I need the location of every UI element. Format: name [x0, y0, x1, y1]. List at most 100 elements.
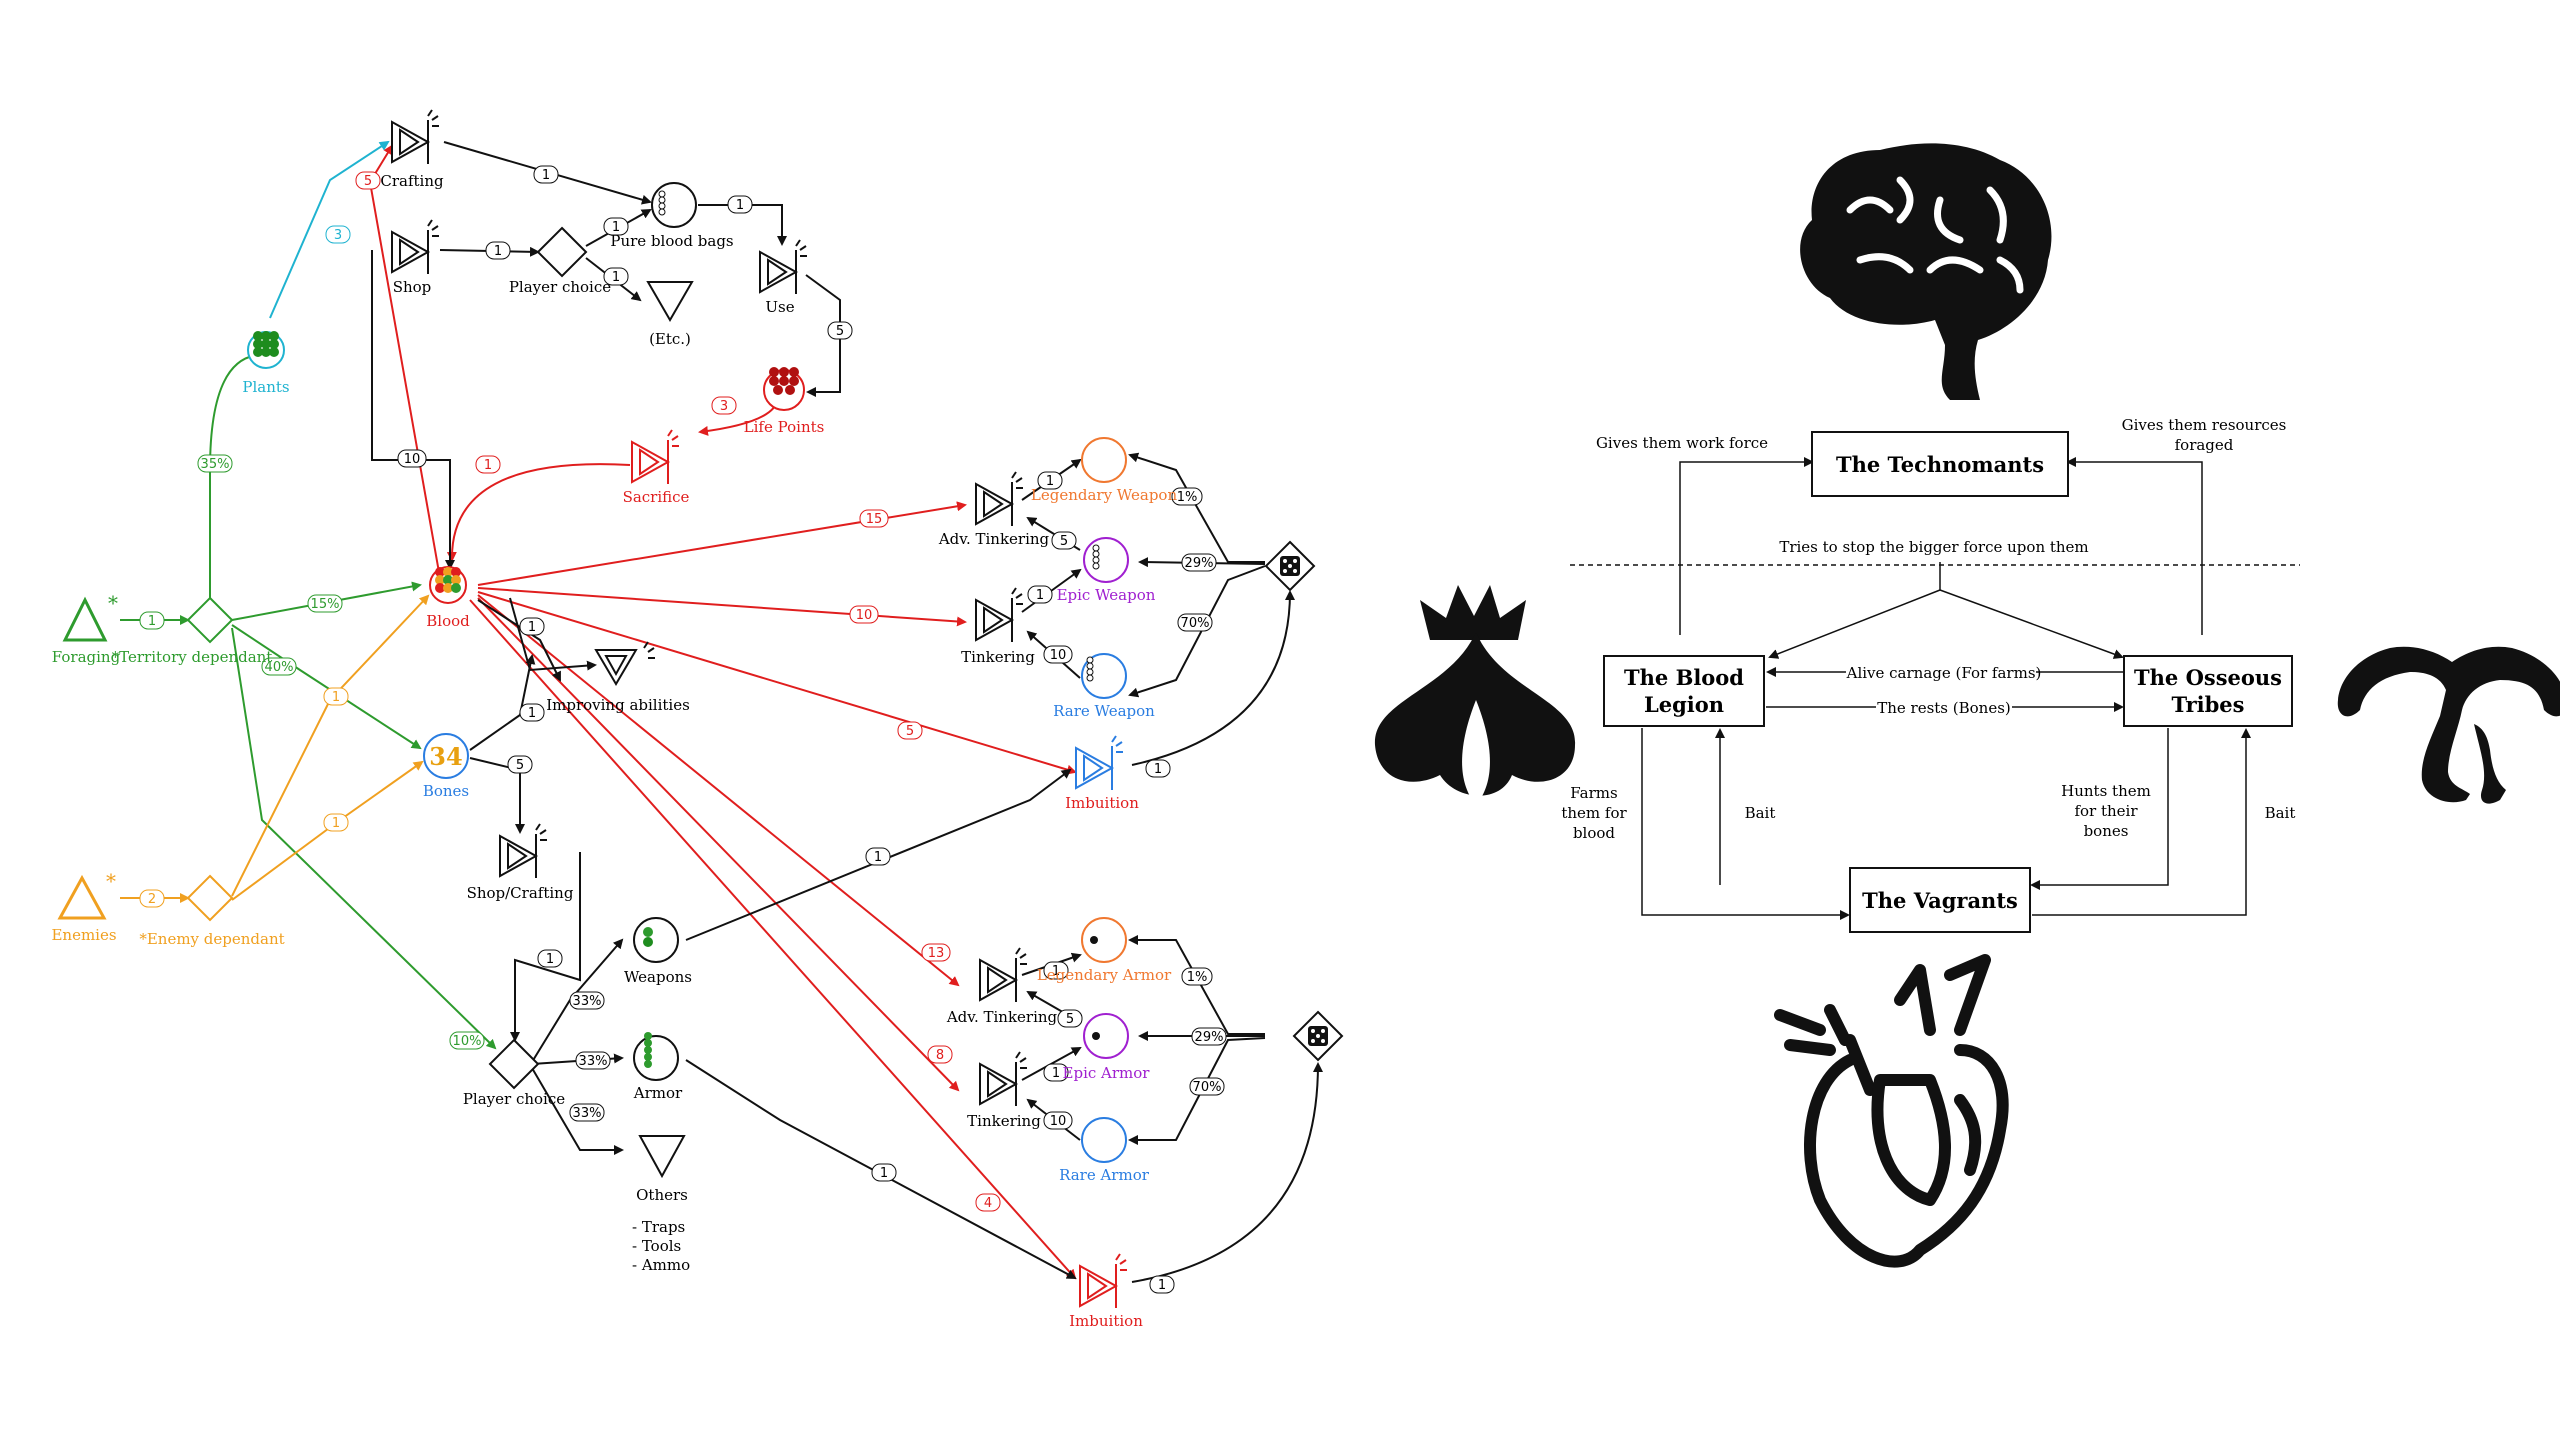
sacrifice-node[interactable]: Sacrifice — [623, 429, 690, 506]
the-rests-label: The rests (Bones) — [1877, 699, 2011, 717]
hunts-label-2: for their — [2074, 802, 2138, 820]
vagrants-box[interactable]: The Vagrants — [1849, 867, 2031, 933]
svg-text:10: 10 — [1050, 648, 1067, 663]
territory-gate[interactable]: *Territory dependant — [112, 596, 273, 666]
weapon-dice[interactable] — [1264, 540, 1316, 592]
life-points-label: Life Points — [744, 418, 825, 436]
label-k15: 1 — [865, 847, 891, 866]
label-k20: 10 — [1043, 645, 1073, 664]
asterisk-icon: * — [108, 591, 118, 615]
enemies-node[interactable]: * Enemies — [51, 869, 116, 944]
svg-text:1: 1 — [546, 952, 554, 967]
alive-carnage-label: Alive carnage (For farms) — [1846, 664, 2042, 682]
blood-legion-box[interactable]: The Blood Legion — [1603, 655, 1765, 727]
player-choice-top[interactable]: Player choice — [509, 226, 611, 296]
legendary-weapon-pool[interactable]: Legendary Weapon — [1031, 437, 1178, 504]
svg-text:1: 1 — [148, 614, 156, 629]
farms-label-1: Farms — [1570, 784, 1617, 802]
pool-icon — [1081, 437, 1127, 483]
converter-icon — [499, 823, 547, 878]
player-choice-top-label: Player choice — [509, 278, 611, 296]
svg-text:40%: 40% — [265, 660, 294, 675]
rare-armor-pool[interactable]: Rare Armor — [1059, 1117, 1150, 1184]
rare-weapon-pool[interactable]: Rare Weapon — [1053, 653, 1155, 720]
label-k13: 33% — [575, 1051, 611, 1070]
label-k30: 29% — [1191, 1027, 1227, 1046]
use-label: Use — [765, 298, 794, 316]
converter-icon — [759, 239, 807, 294]
osseous-tribes-box[interactable]: The Osseous Tribes — [2123, 655, 2293, 727]
crafting-label: Crafting — [380, 172, 444, 190]
drain-icon — [638, 1135, 686, 1179]
osseous-title-1: The Osseous — [2134, 665, 2282, 690]
gate-icon — [488, 1038, 540, 1090]
converter-icon — [979, 1051, 1027, 1106]
blood-pool[interactable]: Blood — [426, 566, 470, 630]
crafting-node[interactable]: Crafting — [380, 109, 444, 190]
enemy-gate[interactable]: *Enemy dependant — [139, 874, 285, 948]
svg-text:8: 8 — [936, 1048, 944, 1063]
svg-text:1: 1 — [542, 168, 550, 183]
pure-blood-bags-pool[interactable]: Pure blood bags — [610, 182, 734, 250]
label-choice-rate: 10% — [449, 1031, 485, 1050]
shop-crafting-node[interactable]: Shop/Crafting — [467, 823, 574, 902]
svg-text:5: 5 — [364, 174, 372, 189]
technomants-title: The Technomants — [1836, 452, 2044, 477]
svg-text:15%: 15% — [311, 597, 340, 612]
use-node[interactable]: Use — [759, 239, 807, 316]
etc-node[interactable]: (Etc.) — [646, 281, 694, 348]
technomants-box[interactable]: The Technomants — [1811, 431, 2069, 497]
stop-force-label: Tries to stop the bigger force upon them — [1779, 538, 2088, 556]
epic-armor-pool[interactable]: Epic Armor — [1063, 1013, 1151, 1082]
label-k19: 1 — [1027, 585, 1053, 604]
resources-label-1: Gives them resources — [2122, 416, 2287, 434]
svg-text:1: 1 — [1052, 964, 1060, 979]
life-points-pool[interactable]: Life Points — [744, 367, 825, 436]
svg-text:5: 5 — [516, 758, 524, 773]
bones-pool[interactable]: 34 Bones — [423, 733, 469, 800]
legendary-armor-pool[interactable]: Legendary Armor — [1037, 917, 1172, 984]
tinkering-armor[interactable]: Tinkering — [967, 1051, 1041, 1130]
pool-icon — [1083, 537, 1129, 583]
adv-tinkering-weapon[interactable]: Adv. Tinkering — [938, 471, 1050, 548]
svg-text:2: 2 — [148, 892, 156, 907]
epic-weapon-pool[interactable]: Epic Weapon — [1057, 537, 1156, 604]
player-choice-bottom[interactable]: Player choice — [463, 1038, 565, 1108]
label-k32: 1 — [1149, 1275, 1175, 1294]
enemies-label: Enemies — [51, 926, 116, 944]
svg-text:33%: 33% — [573, 1106, 602, 1121]
label-k1: 1 — [533, 165, 559, 184]
svg-text:10: 10 — [404, 452, 421, 467]
adv-tinkering-armor[interactable]: Adv. Tinkering — [946, 947, 1058, 1026]
resources-label-2: foraged — [2175, 436, 2234, 454]
bait-left-label: Bait — [1745, 804, 1776, 822]
territory-label: *Territory dependant — [112, 648, 273, 666]
weapons-pool[interactable]: Weapons — [624, 917, 692, 986]
armor-dice[interactable] — [1292, 1010, 1344, 1062]
imbuition-armor[interactable]: Imbuition — [1069, 1253, 1143, 1330]
imbuition-armor-label: Imbuition — [1069, 1312, 1143, 1330]
svg-text:1%: 1% — [1177, 490, 1198, 505]
others-node[interactable]: Others - Traps - Tools - Ammo — [632, 1135, 690, 1274]
hunts-label-1: Hunts them — [2061, 782, 2151, 800]
pool-icon — [633, 1035, 679, 1081]
plants-pool[interactable]: Plants — [242, 331, 290, 396]
shop-node[interactable]: Shop — [391, 219, 439, 296]
plants-label: Plants — [242, 378, 289, 396]
tinkering-weapon[interactable]: Tinkering — [961, 587, 1035, 666]
blood-label: Blood — [426, 612, 470, 630]
osseous-title-2: Tribes — [2171, 692, 2244, 717]
label-adv-tinker-w: 15 — [859, 509, 889, 528]
armor-pool[interactable]: Armor — [633, 1032, 683, 1102]
svg-text:33%: 33% — [573, 994, 602, 1009]
label-k14: 33% — [569, 1103, 605, 1122]
converter-icon — [631, 429, 679, 484]
imbuition-weapon[interactable]: Imbuition — [1065, 735, 1139, 812]
foraging-node[interactable]: * Foraging — [52, 591, 121, 666]
shop-label: Shop — [393, 278, 432, 296]
improving-abilities-node[interactable]: Improving abilities — [546, 641, 690, 714]
svg-text:1: 1 — [1052, 1066, 1060, 1081]
label-k21: 1% — [1171, 487, 1203, 506]
label-k16: 1 — [871, 1163, 897, 1182]
svg-text:1: 1 — [874, 850, 882, 865]
